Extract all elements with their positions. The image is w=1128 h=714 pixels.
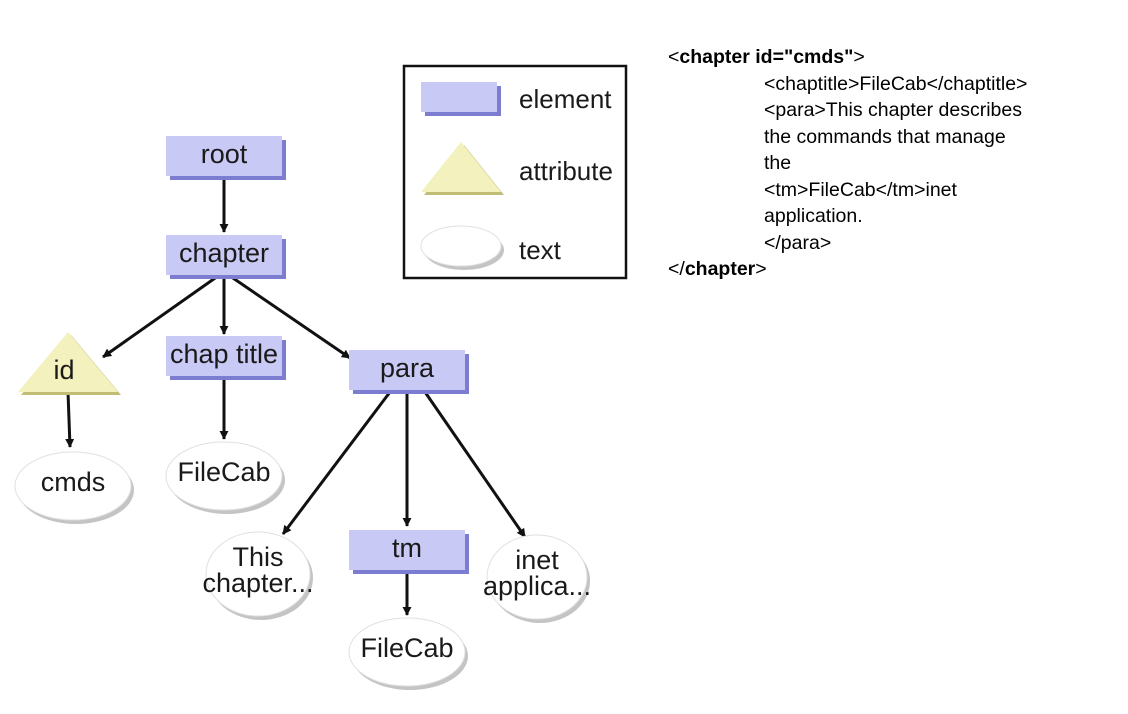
node-label-inet: inet: [515, 545, 559, 575]
node-filecab1: FileCab: [165, 441, 285, 514]
code-text: <chaptitle>FileCab</chaptitle>: [764, 72, 1028, 95]
node-label-para: para: [380, 353, 435, 383]
node-chapter: chapter: [166, 235, 286, 279]
text-ellipse-filecab2: [348, 617, 466, 687]
code-text: <para>This chapter describes: [764, 99, 1022, 121]
element-box-chapter: [166, 235, 282, 275]
node-para: para: [349, 350, 469, 394]
node-chaptitle: chap title: [166, 336, 286, 380]
edge-id-to-cmds: [65, 391, 75, 448]
text-ellipse-cmds: [14, 451, 132, 521]
node-label-thischapter: chapter...: [202, 568, 313, 598]
text-ellipse-filecab1: [165, 441, 283, 511]
code-text: </para>: [764, 231, 832, 254]
code-line: <tm>FileCab</tm>inet: [668, 177, 1118, 204]
code-keyword: chapter: [684, 258, 756, 280]
legend-element-swatch: [421, 82, 497, 112]
code-line: <chaptitle>FileCab</chaptitle>: [668, 71, 1118, 98]
node-label-filecab2: FileCab: [360, 633, 453, 663]
legend-text-swatch: [420, 225, 502, 267]
code-text: <: [668, 46, 680, 68]
code-text: >: [853, 46, 865, 68]
node-root: root: [166, 136, 286, 180]
legend-text-label: text: [519, 235, 562, 265]
legend: element attribute text: [402, 64, 628, 280]
node-label-thischapter: This: [232, 542, 283, 572]
node-label-root: root: [201, 139, 248, 169]
node-tm: tm: [349, 530, 469, 574]
text-ellipse-inet: [486, 534, 588, 620]
legend-attribute-swatch: [421, 142, 501, 192]
node-filecab2: FileCab: [348, 617, 468, 690]
code-keyword: chapter id="cmds": [679, 46, 854, 68]
edge-chapter-to-id: [102, 274, 219, 359]
xml-code-listing: <chapter id="cmds"><chaptitle>FileCab</c…: [668, 44, 1118, 283]
legend-element-label: element: [519, 84, 612, 114]
node-label-tm: tm: [392, 533, 422, 563]
code-line: <chapter id="cmds">: [668, 44, 1118, 71]
code-text: >: [755, 258, 767, 280]
node-label-chapter: chapter: [179, 238, 269, 268]
code-line: </para>: [668, 230, 1118, 257]
node-cmds: cmds: [14, 451, 134, 524]
edge-chapter-to-para: [229, 274, 351, 360]
element-box-tm: [349, 530, 465, 570]
node-thischapter: Thischapter...: [202, 531, 314, 620]
attribute-triangle-id: [18, 332, 118, 392]
code-text: the: [764, 152, 792, 174]
node-label-cmds: cmds: [41, 467, 106, 497]
code-text: </: [668, 258, 685, 280]
edge-para-to-inet: [423, 391, 527, 538]
node-label-filecab1: FileCab: [177, 457, 270, 487]
node-label-id: id: [53, 355, 74, 385]
legend-attribute-label: attribute: [519, 156, 613, 186]
code-text: <tm>FileCab</tm>inet: [764, 178, 957, 201]
element-box-root: [166, 136, 282, 176]
node-id: id: [18, 332, 121, 395]
code-text: application.: [764, 205, 863, 227]
code-line: the commands that manage: [668, 124, 1118, 151]
code-line: application.: [668, 203, 1118, 230]
node-inet: inetapplica...: [483, 534, 591, 623]
edge-para-to-thischapter: [281, 391, 392, 535]
text-ellipse-thischapter: [205, 531, 311, 617]
element-box-chaptitle: [166, 336, 282, 376]
tree-edges: [65, 177, 527, 616]
node-label-inet: applica...: [483, 571, 591, 601]
code-line: <para>This chapter describes: [668, 97, 1118, 124]
node-label-chaptitle: chap title: [170, 339, 278, 369]
element-box-para: [349, 350, 465, 390]
code-text: the commands that manage: [764, 125, 1006, 148]
code-line: </chapter>: [668, 256, 1118, 283]
code-line: the: [668, 150, 1118, 177]
